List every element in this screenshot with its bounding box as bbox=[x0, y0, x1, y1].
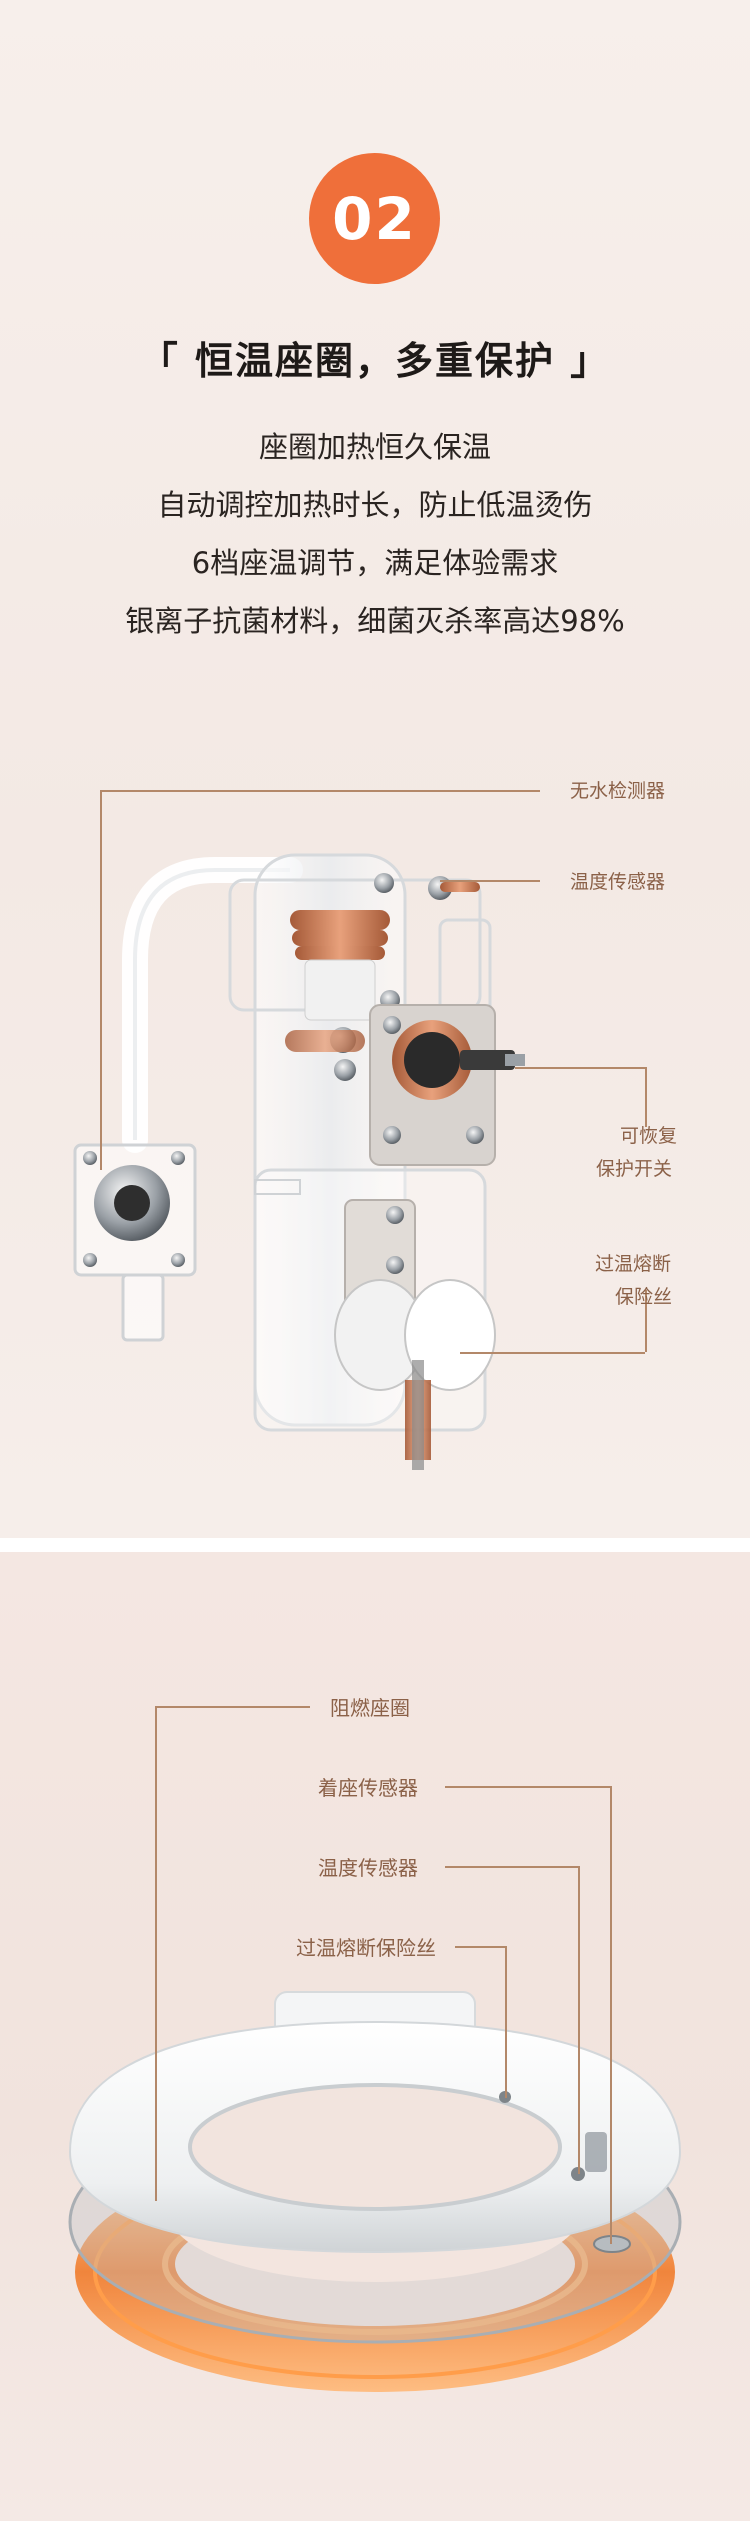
callout-line bbox=[440, 880, 540, 882]
callout-flame-retardant-seat: 阻燃座圈 bbox=[330, 1696, 410, 1720]
feature-list: 座圈加热恒久保温 自动调控加热时长，防止低温烫伤 6档座温调节，满足体验需求 银… bbox=[0, 418, 750, 650]
callout-line bbox=[155, 1706, 310, 1708]
feature-item: 座圈加热恒久保温 bbox=[258, 430, 491, 464]
feature-item: 自动调控加热时长，防止低温烫伤 bbox=[157, 488, 593, 522]
heater-section: 02 「 恒温座圈，多重保护 」 座圈加热恒久保温 自动调控加热时长，防止低温烫… bbox=[0, 0, 750, 1538]
seat-section: 阻燃座圈 着座传感器 温度传感器 过温熔断保险丝 bbox=[0, 1552, 750, 2521]
section-divider bbox=[0, 1538, 750, 1552]
callout-temp-sensor: 温度传感器 bbox=[570, 871, 666, 893]
callout-line bbox=[578, 1866, 580, 2174]
callout-line bbox=[445, 1786, 610, 1788]
callout-seat-sensor: 着座传感器 bbox=[318, 1776, 418, 1800]
section-number-badge: 02 bbox=[309, 153, 440, 284]
heater-assembly-illustration bbox=[73, 853, 525, 1470]
callout-reset-switch-line2: 保护开关 bbox=[596, 1158, 673, 1180]
callout-line bbox=[645, 1067, 647, 1127]
callout-reset-switch-line1: 可恢复 bbox=[620, 1125, 678, 1147]
section-number: 02 bbox=[332, 184, 417, 253]
callout-temp-sensor-seat: 温度传感器 bbox=[318, 1856, 418, 1880]
callout-line bbox=[610, 1786, 612, 2244]
callout-line bbox=[505, 1946, 507, 2098]
callout-line bbox=[645, 1290, 647, 1352]
callout-fuse-seat: 过温熔断保险丝 bbox=[296, 1936, 436, 1960]
callout-line bbox=[155, 1706, 157, 2201]
callout-line bbox=[455, 1946, 505, 1948]
feature-item: 6档座温调节，满足体验需求 bbox=[191, 546, 559, 580]
callout-fuse-line2: 保险丝 bbox=[615, 1286, 673, 1308]
callout-line bbox=[100, 790, 102, 1170]
callout-fuse-line1: 过温熔断 bbox=[595, 1253, 672, 1275]
callout-line bbox=[515, 1067, 645, 1069]
callout-line bbox=[100, 790, 540, 792]
callout-line bbox=[445, 1866, 578, 1868]
callout-no-water: 无水检测器 bbox=[570, 780, 666, 802]
heated-seat-ring-illustration bbox=[68, 1991, 682, 2392]
callout-line bbox=[460, 1352, 645, 1354]
feature-item: 银离子抗菌材料，细菌灭杀率高达98% bbox=[125, 604, 625, 638]
section-headline: 「 恒温座圈，多重保护 」 bbox=[139, 339, 611, 383]
